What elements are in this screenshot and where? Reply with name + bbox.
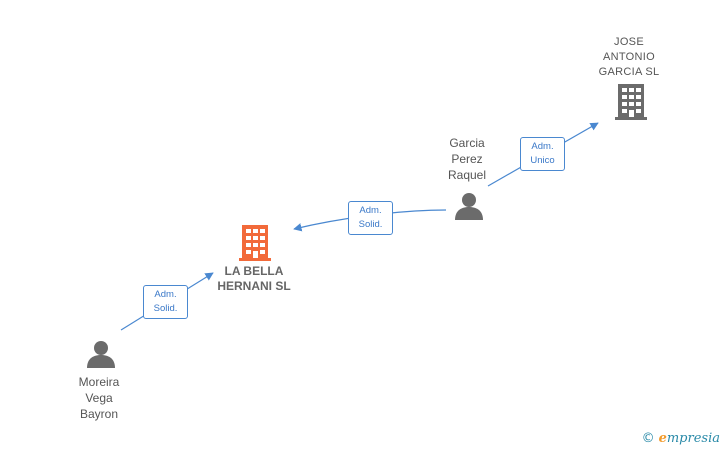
empresia-logo: ©empresia [642, 431, 720, 446]
brand-initial: e [658, 431, 667, 446]
building-icon[interactable] [614, 84, 648, 120]
person-moreira-name[interactable]: Moreira Vega Bayron [78, 375, 120, 421]
company-top-name[interactable]: JOSE ANTONIO GARCIA SL [598, 36, 660, 78]
person-icon[interactable] [454, 192, 484, 220]
copyright-symbol: © [641, 431, 655, 446]
company-main-name[interactable]: LA BELLA HERNANI SL [217, 264, 291, 293]
brand-name: mpresia [666, 431, 720, 446]
edge-label-moreira-labella[interactable]: Adm. Solid. [143, 285, 188, 319]
person-garcia-name[interactable]: Garcia Perez Raquel [447, 136, 487, 182]
person-icon[interactable] [86, 340, 116, 368]
edge-label-garcia-joseantonio[interactable]: Adm. Unico [520, 137, 565, 171]
edge-label-garcia-labella[interactable]: Adm. Solid. [348, 201, 393, 235]
building-icon[interactable] [238, 225, 272, 261]
